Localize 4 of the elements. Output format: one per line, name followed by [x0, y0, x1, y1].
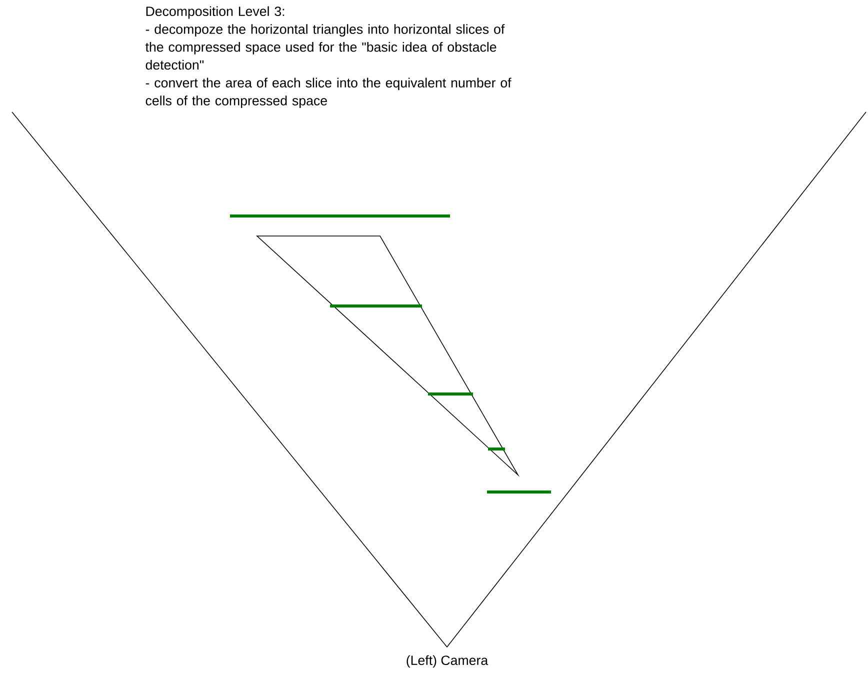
camera-label: (Left) Camera [406, 655, 488, 668]
note-text: - decompoze the horizontal triangles into horizontal slices of the compressed space used for the "basic idea of obstacle detection" [145, 24, 505, 70]
heading: Decomposition Level 3: [146, 6, 284, 19]
note-text: - convert the area of each slice into the equivalent number of cells of the compressed space [146, 78, 512, 108]
